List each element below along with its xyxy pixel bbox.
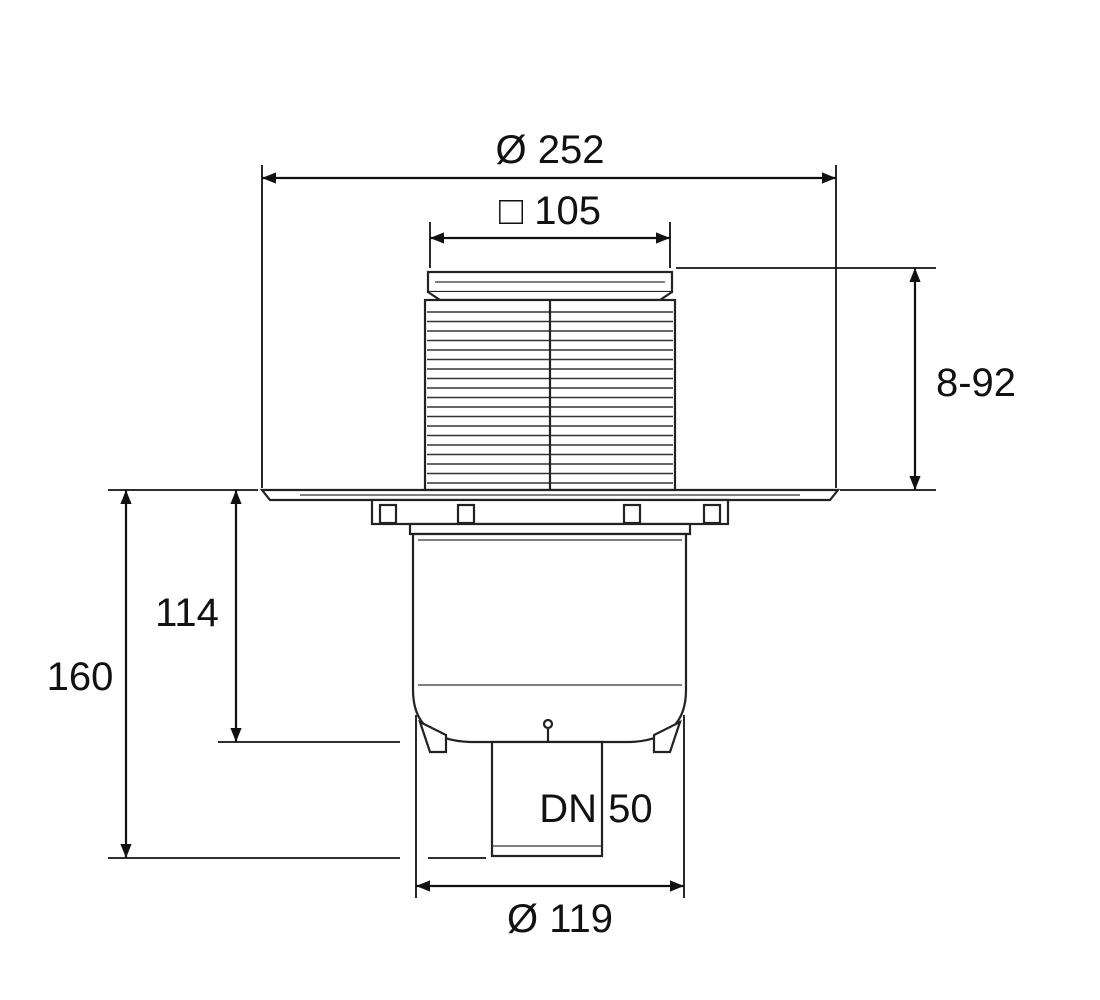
flange-plate	[259, 488, 841, 502]
label-outlet: DN 50	[539, 787, 652, 831]
label-bowl-diameter: Ø 119	[507, 897, 613, 941]
clamping-ring	[370, 498, 730, 536]
extension-lines	[108, 165, 936, 898]
label-adjustment-height: 8-92	[936, 361, 1016, 405]
grating-frame	[426, 270, 674, 302]
dimension-lines	[120, 172, 921, 892]
drain-bowl	[411, 532, 688, 754]
dimension-labels: Ø 252 □ 105 8-92 114 160 DN 50 Ø 119	[47, 128, 1016, 941]
ribbed-extension	[423, 298, 677, 492]
outlet-pipe	[490, 740, 604, 858]
label-overall-diameter: Ø 252	[496, 128, 605, 172]
drain-body	[259, 270, 841, 858]
label-square-frame: □ 105	[499, 189, 601, 233]
label-height-to-bowl: 114	[155, 591, 219, 635]
label-total-height: 160	[47, 655, 114, 699]
